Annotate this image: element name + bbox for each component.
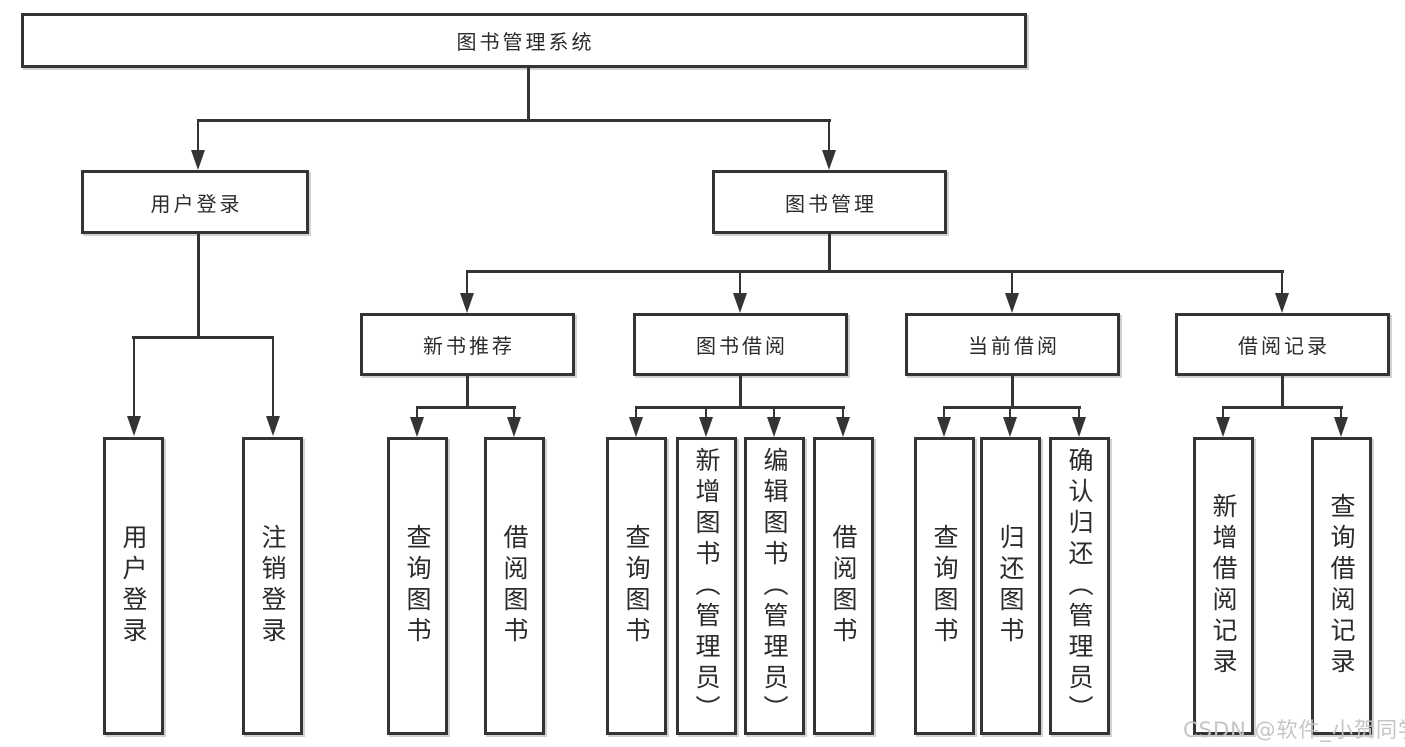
leaf-label: 确认归还（管理员） [1065, 446, 1094, 726]
arrow-down-icon [1216, 408, 1230, 437]
leaf-query-books-1: 查询图书 [387, 437, 448, 735]
arrow-down-icon [767, 408, 781, 437]
leaf-label: 查询图书 [930, 524, 959, 648]
leaf-label: 查询图书 [622, 524, 651, 648]
arrow-down-icon [410, 408, 424, 437]
node-root-label: 图书管理系统 [456, 30, 595, 54]
leaf-label: 归还图书 [996, 524, 1025, 648]
arrow-down-icon [699, 408, 713, 437]
arrow-down-icon [629, 408, 643, 437]
leaf-label: 查询图书 [403, 524, 432, 648]
leaf-query-books-2: 查询图书 [606, 437, 667, 735]
connector-line [635, 406, 845, 409]
leaf-label: 注销登录 [258, 524, 287, 648]
connector-line [197, 119, 831, 122]
arrow-down-icon [191, 121, 205, 170]
node-book-management: 图书管理 [712, 170, 947, 234]
leaf-edit-books-admin: 编辑图书（管理员） [744, 437, 805, 735]
node-new-book-recommend: 新书推荐 [360, 313, 575, 376]
connector-line [828, 234, 831, 272]
leaf-borrow-books-2: 借阅图书 [813, 437, 874, 735]
node-borrow-records: 借阅记录 [1175, 313, 1390, 376]
arrow-down-icon [127, 338, 141, 436]
leaf-add-books-admin: 新增图书（管理员） [676, 437, 737, 735]
leaf-borrow-books-1: 借阅图书 [484, 437, 545, 735]
leaf-label: 新增图书（管理员） [692, 446, 721, 726]
node-label: 新书推荐 [423, 334, 515, 358]
arrow-down-icon [507, 408, 521, 437]
leaf-label: 用户登录 [119, 524, 148, 648]
csdn-watermark: CSDN @软件_小贺同学 [1183, 718, 1405, 742]
leaf-label: 查询借阅记录 [1327, 493, 1356, 679]
node-book-borrow: 图书借阅 [633, 313, 848, 376]
arrow-down-icon [1275, 272, 1289, 313]
arrow-down-icon [937, 408, 951, 437]
connector-line [197, 234, 200, 338]
leaf-return-books: 归还图书 [980, 437, 1041, 735]
leaf-label: 编辑图书（管理员） [760, 446, 789, 726]
connector-line [739, 376, 742, 407]
node-label: 图书借阅 [696, 334, 788, 358]
leaf-label: 新增借阅记录 [1209, 493, 1238, 679]
arrow-down-icon [836, 408, 850, 437]
leaf-query-borrow-record: 查询借阅记录 [1311, 437, 1372, 735]
leaf-logout: 注销登录 [242, 437, 303, 735]
node-label: 当前借阅 [968, 334, 1060, 358]
arrow-down-icon [1005, 272, 1019, 313]
connector-line [466, 376, 469, 407]
arrow-down-icon [1003, 408, 1017, 437]
connector-line [416, 406, 516, 409]
connector-line [1222, 406, 1343, 409]
arrow-down-icon [822, 121, 836, 170]
node-root: 图书管理系统 [21, 13, 1027, 68]
arrow-down-icon [733, 272, 747, 313]
node-label: 图书管理 [785, 191, 877, 216]
node-user-login: 用户登录 [81, 170, 309, 234]
arrow-down-icon [460, 272, 474, 313]
connector-line [943, 406, 1081, 409]
leaf-user-login: 用户登录 [103, 437, 164, 735]
node-current-borrow: 当前借阅 [905, 313, 1120, 376]
leaf-query-books-3: 查询图书 [914, 437, 975, 735]
leaf-add-borrow-record: 新增借阅记录 [1193, 437, 1254, 735]
connector-line [527, 68, 530, 121]
arrow-down-icon [266, 338, 280, 436]
arrow-down-icon [1334, 408, 1348, 437]
leaf-label: 借阅图书 [829, 524, 858, 648]
connector-line [466, 270, 1284, 273]
node-label: 用户登录 [150, 191, 243, 216]
leaf-label: 借阅图书 [500, 524, 529, 648]
leaf-confirm-return-admin: 确认归还（管理员） [1049, 437, 1110, 735]
node-label: 借阅记录 [1238, 334, 1330, 358]
connector-line [1281, 376, 1284, 407]
connector-line [1011, 376, 1014, 407]
connector-line [132, 336, 274, 339]
arrow-down-icon [1072, 408, 1086, 437]
